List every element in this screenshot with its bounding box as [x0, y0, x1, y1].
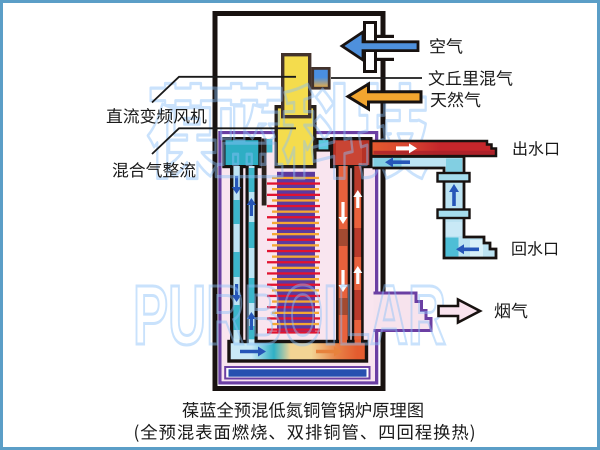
svg-text:PURBOILAR: PURBOILAR — [133, 268, 446, 362]
